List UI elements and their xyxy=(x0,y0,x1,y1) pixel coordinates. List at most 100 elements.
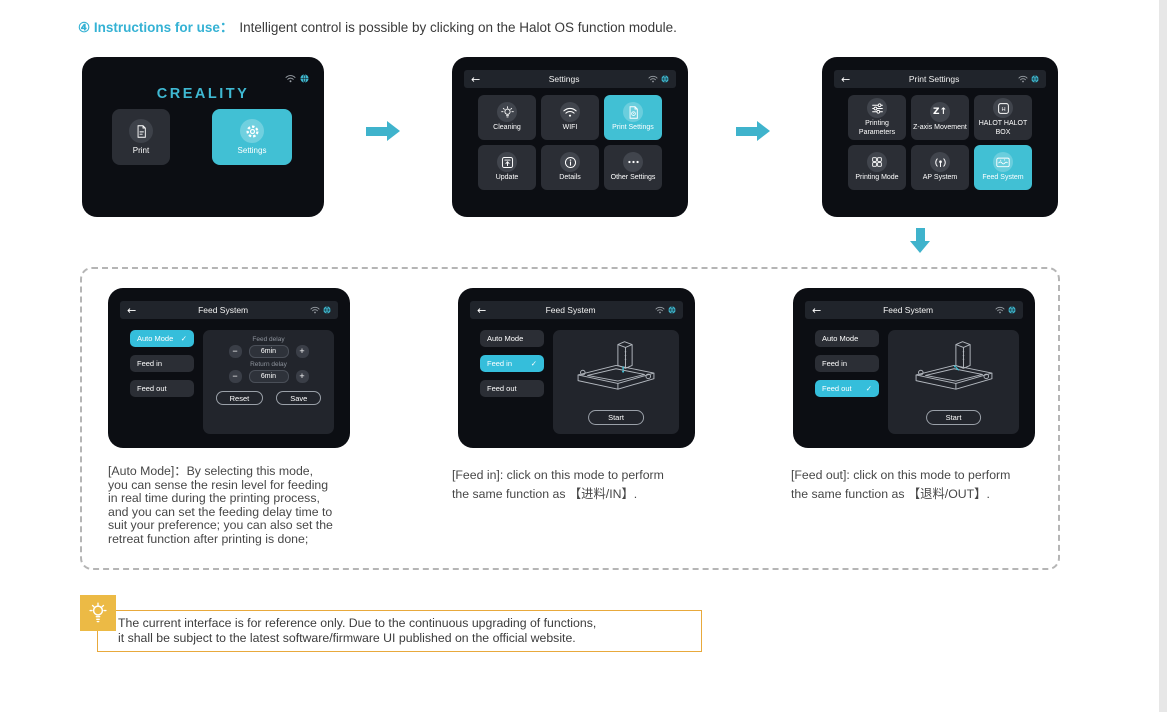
tile-label: HALOT HALOT BOX xyxy=(978,120,1028,136)
feed-delay-label: Feed delay xyxy=(252,336,285,343)
start-button[interactable]: Start xyxy=(925,410,982,425)
menu-auto-mode[interactable]: Auto Mode xyxy=(480,330,544,347)
feed-in-panel: Start xyxy=(553,330,679,434)
check-icon: ✓ xyxy=(865,384,872,393)
minus-button[interactable]: − xyxy=(228,345,242,358)
screen-settings: ← Settings Cleaning WIFI Print Settings xyxy=(452,57,688,217)
screen-feed-out: ← Feed System Auto Mode Feed in Feed out… xyxy=(793,288,1035,448)
tile-ap-system[interactable]: AP System xyxy=(911,145,969,190)
step-heading: ④ Instructions for use： Intelligent contr… xyxy=(78,16,677,36)
tile-label: Feed System xyxy=(982,174,1024,182)
flow-arrow-right-icon xyxy=(366,121,400,141)
step-heading-text: Intelligent control is possible by click… xyxy=(239,20,677,35)
print-settings-tile-grid: Printing Parameters Z↑ Z-axis Movement H… xyxy=(848,95,1032,190)
tile-printing-parameters[interactable]: Printing Parameters xyxy=(848,95,906,140)
feed-body: Auto Mode Feed in Feed out ✓ xyxy=(815,330,1019,434)
gear-icon xyxy=(240,119,264,143)
settings-tile[interactable]: Settings xyxy=(212,109,292,165)
wifi-status-icon xyxy=(995,301,1005,319)
wifi-status-icon xyxy=(648,70,658,88)
screen-title: Settings xyxy=(548,74,580,84)
screen-title: Print Settings xyxy=(908,74,960,84)
reference-note: The current interface is for reference o… xyxy=(97,610,702,652)
flow-arrow-right-icon xyxy=(736,121,770,141)
settings-tile-grid: Cleaning WIFI Print Settings Update Deta… xyxy=(478,95,662,190)
network-status-icon xyxy=(323,301,331,319)
tile-label: Update xyxy=(495,174,519,182)
tile-label: Other Settings xyxy=(610,174,656,182)
feed-system-group-box xyxy=(80,267,1060,570)
tile-update[interactable]: Update xyxy=(478,145,536,190)
feed-menu: Auto Mode ✓ Feed in Feed out xyxy=(130,330,194,434)
tile-halot-box[interactable]: H HALOT HALOT BOX xyxy=(974,95,1032,140)
tile-label: Details xyxy=(559,174,581,182)
screen-home: CREALITY Print Settings xyxy=(82,57,324,217)
status-icons xyxy=(995,301,1016,319)
tile-label: Printing Mode xyxy=(855,174,899,182)
halot-box-icon: H xyxy=(993,98,1013,119)
tile-other-settings[interactable]: Other Settings xyxy=(604,145,662,190)
network-status-icon xyxy=(1008,301,1016,319)
feed-body: Auto Mode ✓ Feed in Feed out Feed delay … xyxy=(130,330,334,434)
menu-feed-in[interactable]: Feed in ✓ xyxy=(480,355,544,372)
status-icons xyxy=(310,301,331,319)
minus-button[interactable]: − xyxy=(228,370,242,383)
menu-auto-mode[interactable]: Auto Mode xyxy=(815,330,879,347)
action-row: Reset Save xyxy=(215,391,322,405)
tile-details[interactable]: Details xyxy=(541,145,599,190)
creality-logo: CREALITY xyxy=(156,86,250,102)
menu-feed-out[interactable]: Feed out xyxy=(480,380,544,397)
feed-delay-stepper: − 6min + xyxy=(228,345,309,358)
z-axis-icon: Z↑ xyxy=(930,102,950,123)
menu-auto-mode[interactable]: Auto Mode ✓ xyxy=(130,330,194,347)
save-button[interactable]: Save xyxy=(276,391,322,405)
flow-arrow-down-icon xyxy=(910,228,930,253)
back-arrow-icon[interactable]: ← xyxy=(471,72,481,86)
tile-wifi[interactable]: WIFI xyxy=(541,95,599,140)
back-arrow-icon[interactable]: ← xyxy=(477,303,487,317)
document-icon xyxy=(129,119,153,143)
back-arrow-icon[interactable]: ← xyxy=(812,303,822,317)
plus-button[interactable]: + xyxy=(295,370,309,383)
cleaning-lamp-icon xyxy=(497,102,517,123)
menu-label: Auto Mode xyxy=(137,334,174,343)
access-point-icon xyxy=(930,152,950,173)
menu-label: Feed out xyxy=(822,384,852,393)
back-arrow-icon[interactable]: ← xyxy=(127,303,137,317)
screen-feed-in: ← Feed System Auto Mode Feed in ✓ Feed o… xyxy=(458,288,695,448)
auto-mode-panel: Feed delay − 6min + Return delay − 6min … xyxy=(203,330,334,434)
wifi-icon xyxy=(560,102,580,123)
step-heading-label: ④ Instructions for use： xyxy=(78,20,234,35)
feed-menu: Auto Mode Feed in Feed out ✓ xyxy=(815,330,879,434)
svg-text:H: H xyxy=(1001,107,1005,113)
plus-button[interactable]: + xyxy=(295,345,309,358)
printer-vat-illustration xyxy=(906,337,1001,397)
reset-button[interactable]: Reset xyxy=(215,391,264,405)
menu-feed-in[interactable]: Feed in xyxy=(815,355,879,372)
tile-z-axis-movement[interactable]: Z↑ Z-axis Movement xyxy=(911,95,969,140)
document-gear-icon xyxy=(623,102,643,123)
menu-feed-out[interactable]: Feed out ✓ xyxy=(815,380,879,397)
tile-print-settings[interactable]: Print Settings xyxy=(604,95,662,140)
wifi-status-icon xyxy=(1018,70,1028,88)
tile-label: Print Settings xyxy=(612,124,654,132)
menu-feed-out[interactable]: Feed out xyxy=(130,380,194,397)
settings-tile-label: Settings xyxy=(237,146,267,155)
menu-feed-in[interactable]: Feed in xyxy=(130,355,194,372)
feed-delay-value: 6min xyxy=(248,345,289,358)
info-icon xyxy=(560,152,580,173)
tile-printing-mode[interactable]: Printing Mode xyxy=(848,145,906,190)
tile-label: WIFI xyxy=(562,124,578,132)
tile-feed-system[interactable]: Feed System xyxy=(974,145,1032,190)
grid-icon xyxy=(867,152,887,173)
feed-out-description: [Feed out]: click on this mode to perfor… xyxy=(791,468,1011,501)
back-arrow-icon[interactable]: ← xyxy=(841,72,851,86)
screen-header: ← Print Settings xyxy=(834,70,1046,88)
screen-header: ← Feed System xyxy=(120,301,338,319)
printer-vat-illustration xyxy=(569,337,664,397)
check-icon: ✓ xyxy=(530,359,537,368)
start-button[interactable]: Start xyxy=(588,410,644,425)
print-tile[interactable]: Print xyxy=(112,109,170,165)
network-status-icon xyxy=(661,70,669,88)
tile-cleaning[interactable]: Cleaning xyxy=(478,95,536,140)
